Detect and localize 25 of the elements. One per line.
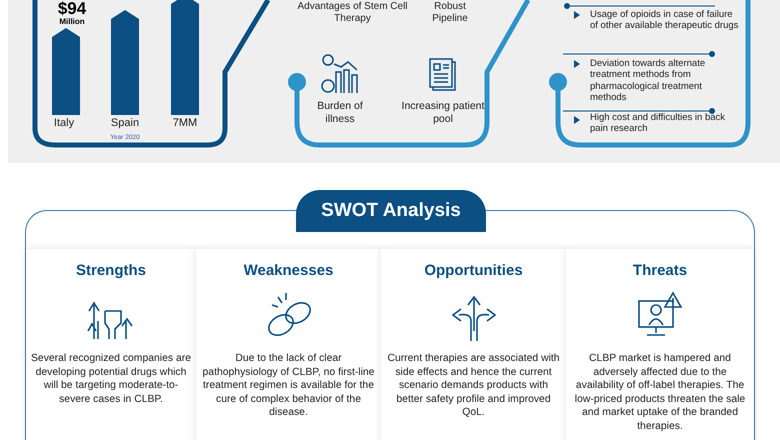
swot-card: [196, 249, 381, 440]
factor-label: Burden of illness: [316, 100, 364, 126]
swot-card: [381, 249, 566, 440]
card-heading: Weaknesses: [242, 262, 334, 279]
axis-label: 7MM: [172, 117, 198, 130]
card-heading: Opportunities: [423, 262, 524, 279]
card-heading: Threats: [632, 262, 688, 279]
bullet-text: Deviation towards alternate treatment methods from pharmacological treatment methods: [590, 58, 706, 104]
swot-card: [26, 249, 196, 440]
card-text: Several recognized companies are developing potential drugs which will be targeting moderate-to-severe cases in CLBP.: [30, 352, 192, 406]
card-text: CLBP market is hampered and adversely affected due to the availability of off-label therapies. The low-priced products threaten the sale and market uptake of the branded therapies.: [574, 352, 746, 434]
card-text: Current therapies are associated with side effects and hence the current scenario demands products with better safety profile and improved QoL.: [386, 352, 561, 420]
axis-label: Italy: [52, 117, 76, 130]
card-heading: Strengths: [74, 262, 147, 279]
unit-label: Million: [58, 17, 86, 27]
factor-label: Robust Pipeline: [431, 1, 469, 25]
factor-label: Advantages of Stem Cell Therapy: [296, 1, 409, 25]
section-heading: SWOT Analysis: [296, 190, 486, 232]
factor-label: Increasing patient pool: [400, 100, 486, 126]
bullet-text: High cost and difficulties in back pain research: [590, 112, 726, 135]
swot-card: [566, 249, 754, 440]
axis-label: Spain: [110, 117, 140, 130]
value-label: $94: [56, 0, 88, 17]
card-text: Due to the lack of clear pathophysiology of CLBP, no first-line treatment regimen is available for the cure of complex behavior of the disease.: [202, 352, 376, 420]
bullet-text: Usage of opioids in case of failure of other available therapeutic drugs: [590, 9, 740, 32]
